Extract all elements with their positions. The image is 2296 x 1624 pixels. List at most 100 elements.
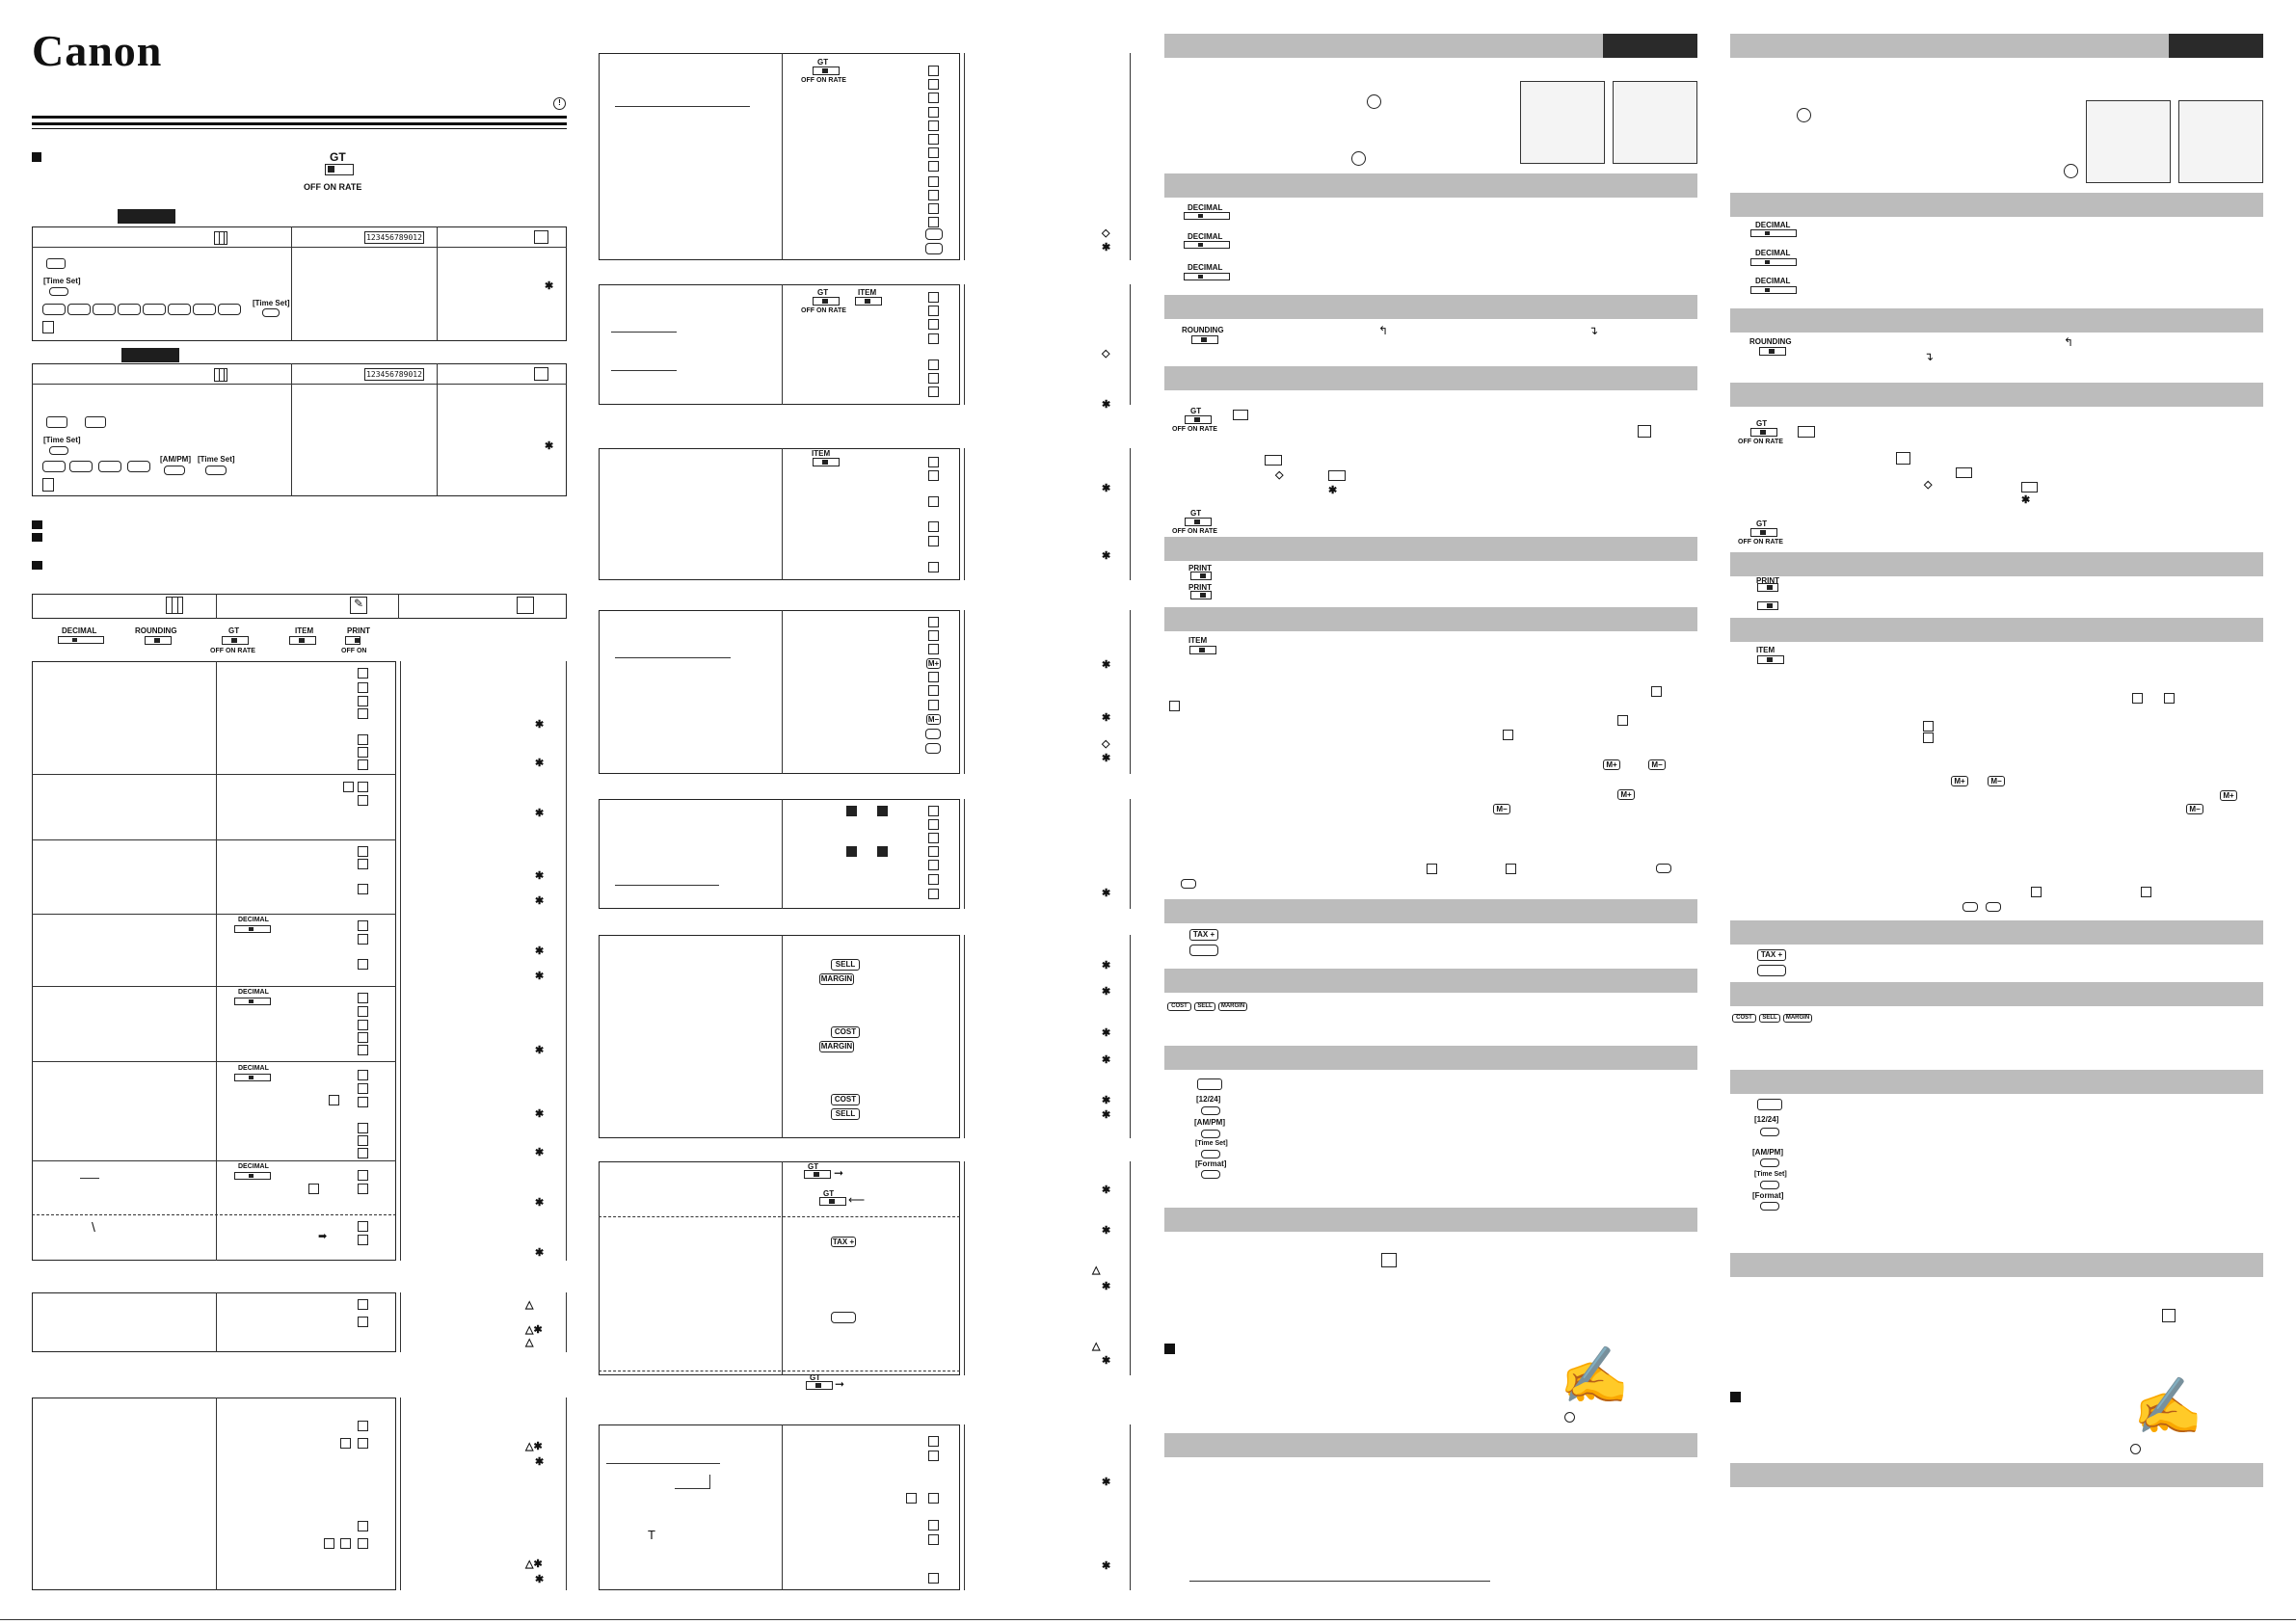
m-minus-key[interactable]: M− xyxy=(2186,804,2203,814)
margin-key[interactable]: MARGIN xyxy=(819,1041,854,1052)
key[interactable] xyxy=(358,696,368,706)
key[interactable] xyxy=(340,1438,351,1449)
twelve-24-key[interactable] xyxy=(1201,1106,1220,1115)
digit-key[interactable] xyxy=(93,304,116,315)
key[interactable] xyxy=(1506,864,1516,874)
m-minus-key[interactable]: M− xyxy=(1988,776,2005,786)
clock-key[interactable] xyxy=(85,416,106,428)
key[interactable] xyxy=(358,1170,368,1181)
key[interactable] xyxy=(340,1538,351,1549)
key[interactable] xyxy=(877,846,888,857)
key[interactable] xyxy=(2162,1309,2176,1322)
m-plus-key[interactable]: M+ xyxy=(1617,789,1635,800)
key[interactable] xyxy=(1328,470,1346,481)
digit-key[interactable] xyxy=(168,304,191,315)
key[interactable] xyxy=(308,1184,319,1194)
margin-key[interactable]: MARGIN xyxy=(1218,1002,1247,1011)
key[interactable] xyxy=(928,217,939,227)
key[interactable] xyxy=(906,1493,917,1504)
margin-key[interactable]: MARGIN xyxy=(819,973,854,985)
twelve-24-key[interactable] xyxy=(1760,1128,1779,1136)
key[interactable] xyxy=(1617,715,1628,726)
key[interactable] xyxy=(358,1317,368,1327)
key[interactable] xyxy=(928,700,939,710)
time-set-key[interactable] xyxy=(49,287,68,296)
m-plus-key[interactable]: M+ xyxy=(1603,759,1620,770)
key[interactable] xyxy=(928,292,939,303)
key[interactable] xyxy=(2031,887,2042,897)
key[interactable] xyxy=(928,203,939,214)
key[interactable] xyxy=(928,562,939,572)
key[interactable] xyxy=(877,806,888,816)
key[interactable] xyxy=(846,846,857,857)
key[interactable] xyxy=(928,1451,939,1461)
key[interactable] xyxy=(324,1538,334,1549)
key[interactable] xyxy=(1181,879,1196,889)
digit-key[interactable] xyxy=(218,304,241,315)
key[interactable] xyxy=(928,190,939,200)
key[interactable] xyxy=(1962,902,1978,912)
key[interactable] xyxy=(358,1020,368,1030)
key[interactable] xyxy=(1265,455,1282,466)
key[interactable] xyxy=(928,874,939,885)
key[interactable] xyxy=(358,1521,368,1531)
key[interactable] xyxy=(928,889,939,899)
sell-key[interactable]: SELL xyxy=(1194,1002,1215,1011)
key[interactable] xyxy=(358,1299,368,1310)
key[interactable] xyxy=(928,1493,939,1504)
sell-key[interactable]: SELL xyxy=(831,1108,860,1120)
digit-key[interactable] xyxy=(42,461,66,472)
key[interactable] xyxy=(928,147,939,158)
key[interactable] xyxy=(358,993,368,1003)
key[interactable] xyxy=(1986,902,2001,912)
key[interactable] xyxy=(928,672,939,682)
digit-key[interactable] xyxy=(69,461,93,472)
m-plus-key[interactable]: M+ xyxy=(2220,790,2237,801)
key[interactable] xyxy=(1956,467,1972,478)
key[interactable] xyxy=(928,333,939,344)
key[interactable] xyxy=(1923,721,1934,732)
key[interactable] xyxy=(358,1135,368,1146)
key[interactable] xyxy=(928,1534,939,1545)
digit-key[interactable] xyxy=(127,461,150,472)
key[interactable] xyxy=(358,1148,368,1158)
key[interactable] xyxy=(358,884,368,894)
key[interactable] xyxy=(925,729,941,739)
key[interactable] xyxy=(2141,887,2151,897)
key[interactable] xyxy=(358,668,368,679)
key[interactable] xyxy=(1169,701,1180,711)
key[interactable] xyxy=(2132,693,2143,704)
tax-plus-key[interactable]: TAX + xyxy=(1189,929,1218,941)
key[interactable] xyxy=(358,1045,368,1055)
m-minus-key[interactable]: M− xyxy=(926,714,941,725)
key[interactable] xyxy=(358,1032,368,1043)
key[interactable] xyxy=(358,734,368,745)
key[interactable] xyxy=(928,846,939,857)
clock-key[interactable] xyxy=(46,258,66,269)
key[interactable] xyxy=(1651,686,1662,697)
time-set-key[interactable] xyxy=(205,466,227,475)
key[interactable] xyxy=(925,743,941,754)
digit-key[interactable] xyxy=(143,304,166,315)
key[interactable] xyxy=(358,1538,368,1549)
key[interactable] xyxy=(1233,410,1248,420)
key[interactable] xyxy=(928,470,939,481)
key[interactable] xyxy=(358,1184,368,1194)
key[interactable] xyxy=(358,959,368,970)
key[interactable] xyxy=(928,66,939,76)
key[interactable] xyxy=(928,521,939,532)
key[interactable] xyxy=(358,920,368,931)
key[interactable] xyxy=(358,782,368,792)
key[interactable] xyxy=(928,161,939,172)
clear-key[interactable] xyxy=(42,478,54,492)
digit-key[interactable] xyxy=(42,304,66,315)
key[interactable] xyxy=(1923,732,1934,743)
key[interactable] xyxy=(358,747,368,758)
key[interactable] xyxy=(358,1123,368,1133)
key[interactable] xyxy=(1503,730,1513,740)
key[interactable] xyxy=(928,685,939,696)
key[interactable] xyxy=(358,1083,368,1094)
m-plus-key[interactable]: M+ xyxy=(1951,776,1968,786)
tax-plus-key[interactable]: TAX + xyxy=(831,1237,856,1247)
key[interactable] xyxy=(928,1573,939,1584)
